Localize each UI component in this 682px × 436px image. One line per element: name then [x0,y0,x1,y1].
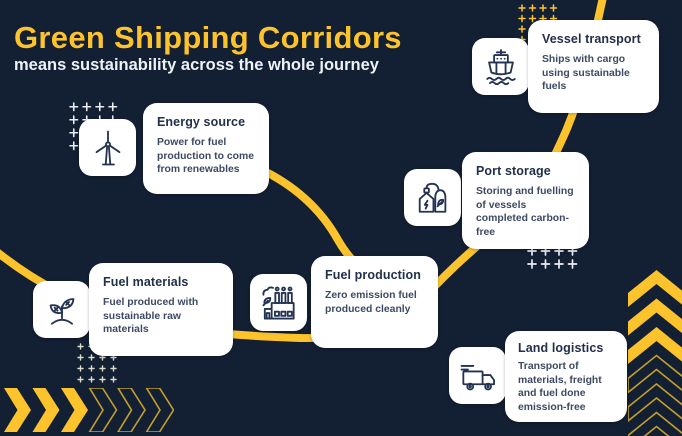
plus-icon [540,259,551,269]
page-title: Green Shipping Corridors [14,20,402,55]
plus-icon [528,14,537,23]
plus-icon [108,102,118,112]
wind-turbine-icon [95,130,120,165]
fuel-materials-icon-tile [33,281,90,338]
card-title: Fuel production [325,268,421,282]
plus-icon [82,102,92,112]
chevron-up-solid-icon [628,298,682,336]
plus-icon [99,376,106,383]
plus-icon [88,354,95,361]
energy-source-icon-tile [79,119,136,176]
chevron-right-outline-icon [88,388,118,432]
plus-icon [99,365,106,372]
storage-tanks-icon [418,182,446,213]
plus-icon [69,141,79,151]
chevron-up-outline-icon [628,354,682,394]
chevron-right-outline-icon [117,388,146,432]
plus-icon [528,4,537,12]
card-energy-source: Energy source Power for fuel production … [143,103,269,194]
plus-icon [518,14,526,23]
card-title: Energy source [157,115,246,129]
card-land-logistics: Land logistics Transport of materials, f… [505,331,627,423]
card-body: Ships with cargo using sustainable fuels [542,54,630,93]
card-body: Storing and fuelling of vessels complete… [476,186,574,238]
fuel-production-icon-tile [250,274,307,331]
card-title: Fuel materials [103,275,189,289]
plus-icon [518,25,526,33]
card-fuel-materials: Fuel materials Fuel produced with sustai… [89,263,233,356]
chevron-right-solid-icon [4,388,31,432]
plus-icon [518,4,526,12]
card-body: Transport of materials, freight and fuel… [518,361,602,413]
card-title: Vessel transport [542,32,641,46]
chevron-up-outline-icon [628,382,682,423]
plus-icon [567,259,578,269]
plus-icon [95,102,105,112]
chevron-up-solid-icon [628,327,682,364]
plus-icon [88,376,95,383]
plus-icon [110,376,117,383]
plus-icon [554,259,564,269]
port-storage-icon-tile [404,169,461,226]
chevron-up-solid-icon [628,270,682,307]
chevron-up-outline-icon [628,411,682,436]
card-title: Port storage [476,164,551,178]
truck-icon [460,364,495,390]
plus-icon [77,376,84,383]
vessel-transport-icon-tile [472,38,529,95]
plus-icon [539,4,547,12]
plus-icon [549,4,558,12]
card-body: Power for fuel production to come from r… [157,137,254,176]
plus-icon [77,365,84,372]
land-logistics-icon-tile [449,347,506,404]
factory-icon [261,286,295,319]
plus-icon [88,365,95,372]
card-fuel-production: Fuel production Zero emission fuel produ… [311,256,438,348]
chevron-column-up [628,270,682,436]
plus-icon [69,128,79,138]
chevron-row-right [4,388,174,432]
chevron-right-solid-icon [61,388,88,432]
card-port-storage: Port storage Storing and fuelling of ves… [462,152,589,250]
card-title: Land logistics [518,341,604,355]
chevron-right-solid-icon [32,388,60,432]
card-body: Zero emission fuel produced cleanly [325,290,417,315]
card-body: Fuel produced with sustainable raw mater… [103,297,199,336]
plant-icon [49,297,74,325]
chevron-right-outline-icon [145,388,174,432]
plus-icon [110,365,117,372]
page-subtitle: means sustainability across the whole jo… [14,56,379,74]
ship-icon [485,48,516,85]
plus-icon [69,115,79,125]
plus-icon [527,259,537,269]
plus-icon [69,102,79,112]
plus-icon [77,354,84,361]
card-vessel-transport: Vessel transport Ships with cargo using … [528,20,659,113]
plus-icon [77,343,84,350]
journey-path-branch [256,164,365,273]
